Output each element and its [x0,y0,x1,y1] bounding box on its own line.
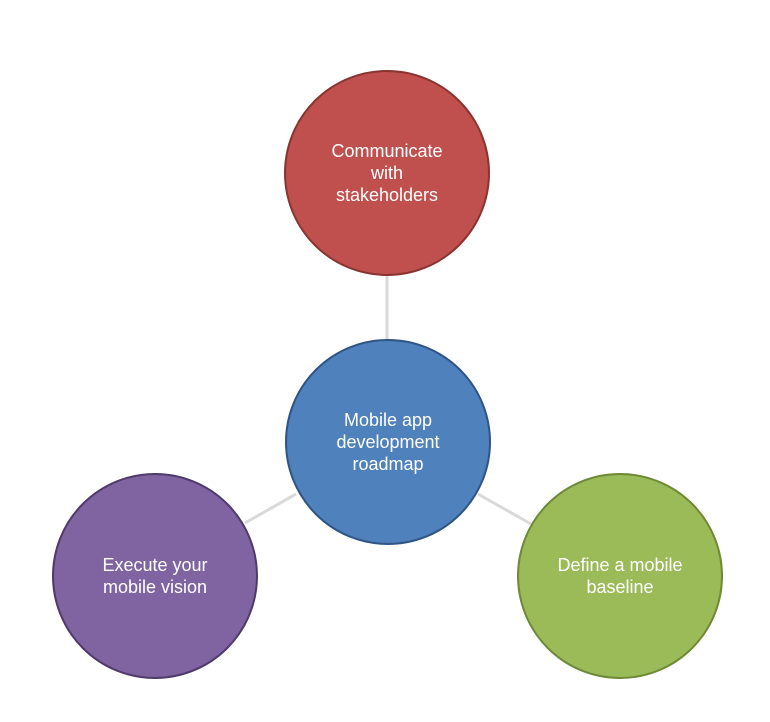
node-mobile-app-development-roadmap: Mobile app development roadmap [285,339,491,545]
node-define-label: Define a mobile baseline [557,555,683,597]
connector-center-to-right [477,492,532,526]
node-execute-label: Execute your mobile vision [102,555,208,597]
node-center-label: Mobile app development roadmap [336,410,440,474]
node-communicate-label: Communicate with stakeholders [331,141,443,205]
node-define-a-mobile-baseline: Define a mobile baseline [517,473,723,679]
connector-center-to-left [244,492,297,525]
node-execute-your-mobile-vision: Execute your mobile vision [52,473,258,679]
node-communicate-with-stakeholders: Communicate with stakeholders [284,70,490,276]
